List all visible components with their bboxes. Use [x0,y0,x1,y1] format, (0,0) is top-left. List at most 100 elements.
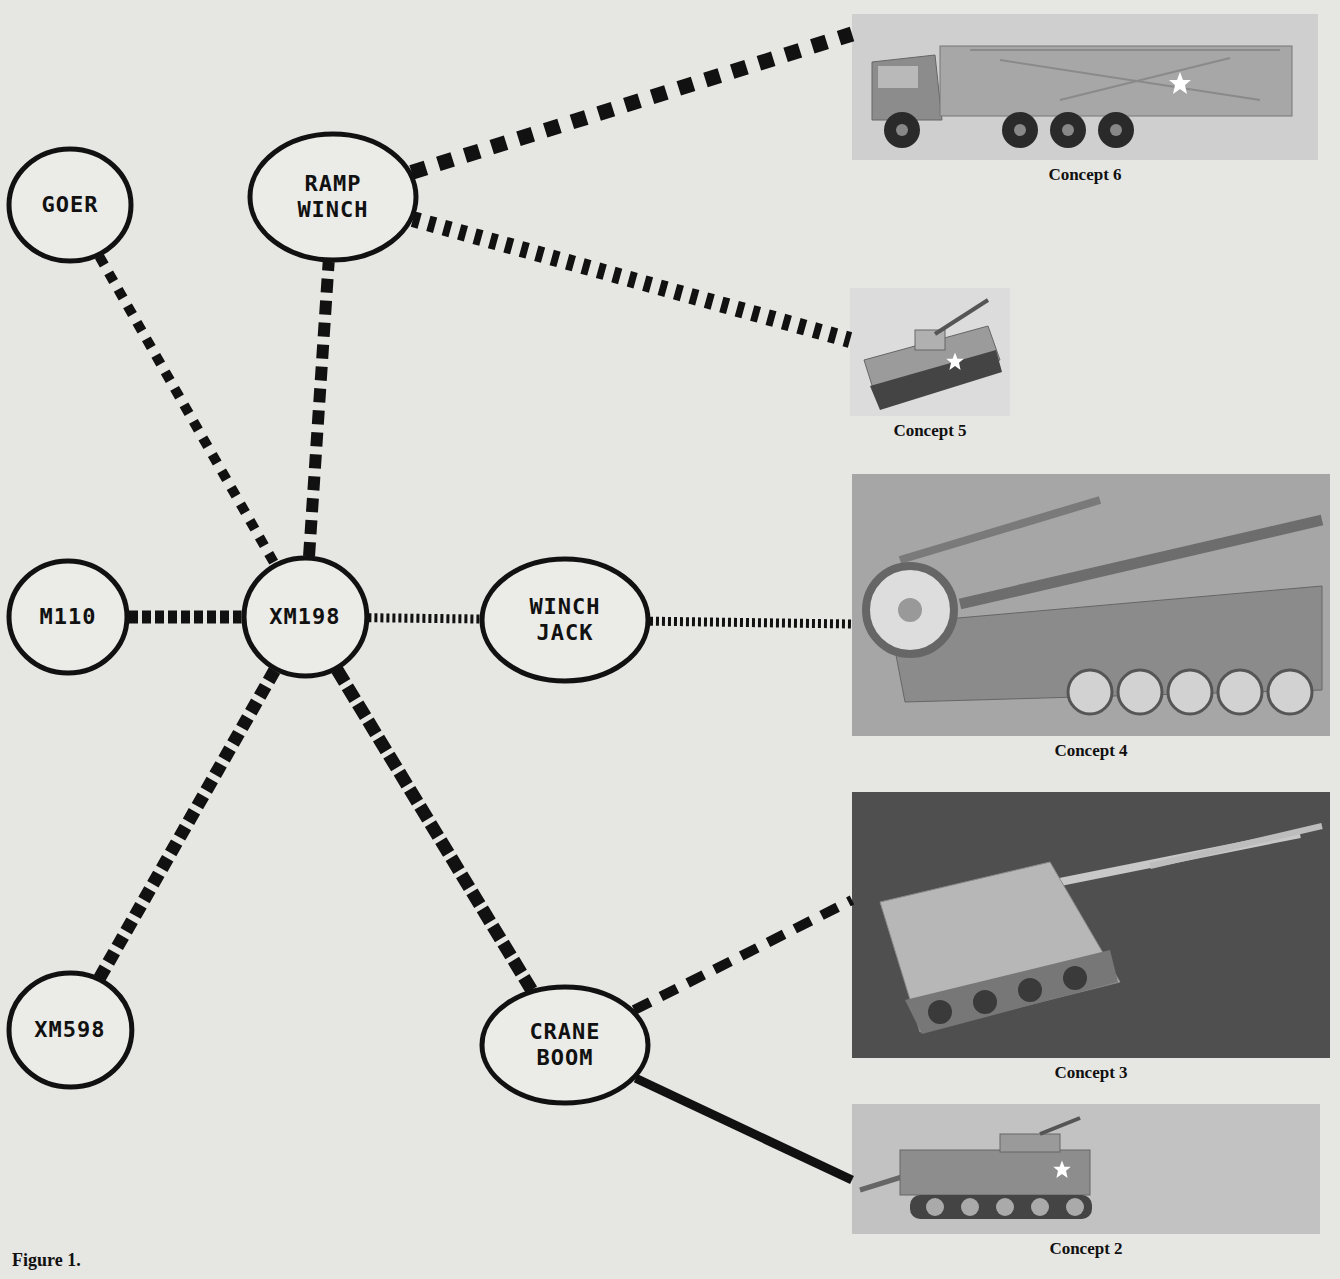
concept-photo-box: Concept 5 [850,288,1010,465]
system-ellipse: XM598 [6,970,135,1090]
connector-line [412,34,852,172]
ellipse-label: XM198 [269,604,340,630]
connector-line [636,1078,852,1180]
concept-caption: Concept 2 [852,1239,1320,1259]
illustration-part [850,288,1010,416]
illustration-part [905,950,1118,1034]
illustration-part [910,1195,1092,1219]
illustration-part [1018,978,1042,1002]
illustration-part [1000,60,1260,100]
connector-line [368,618,480,619]
ellipse-border [482,987,648,1103]
illustration-part [928,1000,952,1024]
illustration-part [1268,670,1312,714]
illustration-part [996,1198,1014,1216]
illustration-part [1068,670,1112,714]
system-ellipse: XM198 [241,555,370,679]
illustration-part [1060,58,1230,100]
illustration-part [926,1198,944,1216]
system-ellipse: M110 [6,558,130,676]
illustration-part [1053,1160,1071,1178]
system-ellipse: GOER [6,146,134,264]
illustration-part [1040,1118,1080,1134]
connector-line [634,900,852,1010]
illustration-part [1098,112,1134,148]
concept-photo-box: Concept 4 [852,474,1330,785]
illustration-part [1031,1198,1049,1216]
illustration-part [900,500,1100,560]
concept-caption: Concept 3 [852,1063,1330,1083]
illustration-part [1000,1134,1060,1152]
illustration-part [896,124,908,136]
illustration-part [852,792,1330,1058]
illustration-part [1062,124,1074,136]
illustration-part [940,46,1292,116]
illustration-part [852,474,1330,736]
concept-photo-box: Concept 3 [852,792,1330,1107]
illustration-part [1063,966,1087,990]
ellipse-border [9,149,131,261]
illustration-part [878,66,918,88]
illustration-part [1118,670,1162,714]
figure-caption: Figure 1. [12,1250,81,1271]
system-ellipse: WINCH JACK [479,556,651,684]
illustration-part [900,1150,1090,1195]
ellipse-label: WINCH JACK [515,594,615,647]
connector-line [100,671,275,978]
illustration-part [1066,1198,1084,1216]
illustration-part [970,49,1280,51]
illustration-part [1002,112,1038,148]
concept-2-photo [852,1104,1320,1234]
ellipse-label: RAMP WINCH [283,171,383,224]
illustration-part [852,14,1318,160]
ellipse-label: GOER [42,192,99,218]
concept-photo-box: Concept 2 [852,1104,1320,1279]
illustration-part [852,1104,1320,1234]
illustration-part [946,352,964,370]
ellipse-border [9,973,132,1087]
illustration-part [860,1176,905,1190]
system-ellipse: CRANE BOOM [479,984,651,1106]
connector-line [650,621,852,624]
illustration-part [884,112,920,148]
illustration-part [973,990,997,1014]
illustration-part [898,598,922,622]
connector-line [129,611,242,624]
illustration-part [1218,670,1262,714]
connector-line [309,262,329,556]
concept-caption: Concept 6 [852,165,1318,185]
illustration-part [1150,826,1322,866]
ellipse-border [482,559,648,681]
connector-line [413,219,850,340]
illustration-part [1110,124,1122,136]
ellipse-border [9,561,127,673]
illustration-part [935,300,988,334]
ellipse-border [244,558,367,676]
ellipse-label: CRANE BOOM [515,1019,615,1072]
illustration-part [872,55,942,120]
illustration-part [961,1198,979,1216]
system-ellipse: RAMP WINCH [247,131,419,263]
connector-line [99,256,274,563]
illustration-part [1050,112,1086,148]
illustration-part [1168,670,1212,714]
illustration-part [1014,124,1026,136]
illustration-part [870,350,1002,410]
concept-4-photo [852,474,1330,736]
concept-6-photo [852,14,1318,160]
concept-caption: Concept 4 [852,741,1330,761]
ellipse-border [250,134,416,260]
illustration-part [866,566,954,654]
concept-caption: Concept 5 [850,421,1010,441]
concept-photo-box: Concept 6 [852,14,1318,209]
connector-line [337,670,532,990]
ellipse-label: XM598 [34,1017,105,1043]
ellipse-label: M110 [40,604,97,630]
concept-3-photo [852,792,1330,1058]
illustration-part [1169,72,1191,94]
concept-5-photo [850,288,1010,416]
illustration-part [915,330,945,350]
